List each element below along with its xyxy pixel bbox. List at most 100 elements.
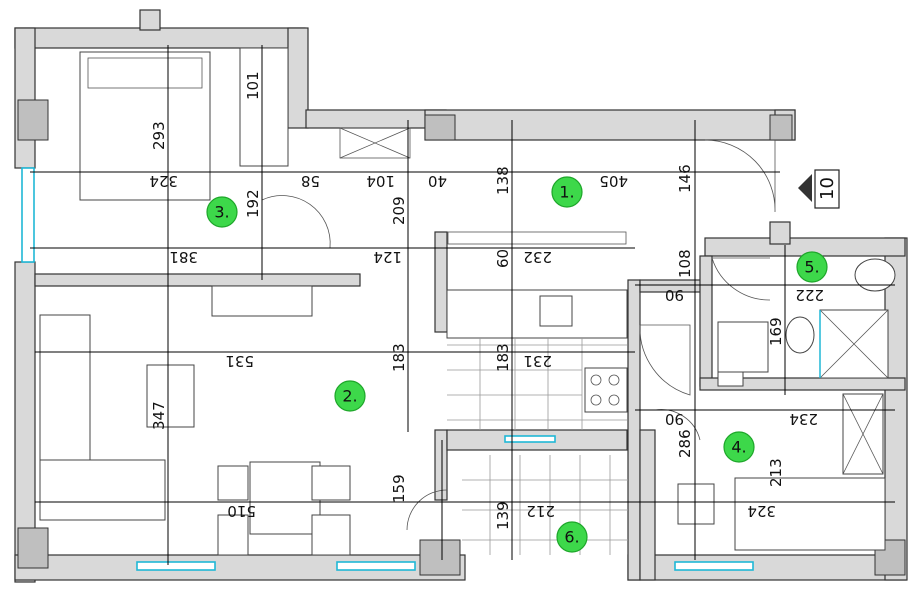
wall-bath5-bottom <box>699 377 906 391</box>
room-marker-5[interactable]: 5. <box>796 251 828 283</box>
wall-bedroom-right <box>287 27 309 129</box>
wall-kitchen-left <box>434 231 448 333</box>
dim-40: 40 <box>428 172 447 190</box>
sofa-chaise <box>39 459 166 521</box>
desk-chair <box>677 483 715 525</box>
dim-286: 286 <box>676 429 694 458</box>
room-marker-1[interactable]: 1. <box>551 176 583 208</box>
room-marker-3-label: 3. <box>214 203 229 222</box>
coffee-table <box>146 364 195 428</box>
wall-top-right <box>424 109 796 141</box>
dim-58: 58 <box>301 172 320 190</box>
burner-1 <box>590 374 602 386</box>
entrance-plate: 10 <box>798 169 840 209</box>
window-left <box>21 167 35 263</box>
wall-right <box>884 237 908 581</box>
room-marker-4-dot <box>723 431 755 463</box>
washing-machine <box>717 321 769 373</box>
kitchen-counter <box>446 289 628 339</box>
dim-192: 192 <box>244 189 262 218</box>
dim-124: 124 <box>373 248 402 266</box>
dim-293: 293 <box>150 121 168 150</box>
dim-60: 60 <box>494 249 512 268</box>
window-bottom-2 <box>336 561 416 571</box>
dining-table <box>249 461 321 535</box>
window-bath6 <box>504 435 556 443</box>
stove <box>584 367 628 413</box>
dim-234: 234 <box>789 410 818 428</box>
dim-183a: 183 <box>390 343 408 372</box>
wall-bath6-left <box>434 429 448 501</box>
door-bedroom <box>261 195 331 249</box>
wall-room4-left <box>627 279 641 581</box>
bath6-tiles <box>462 455 628 555</box>
wardrobe <box>239 47 289 167</box>
wall-room4-inner <box>639 429 656 581</box>
room-marker-1-label: 1. <box>559 183 574 202</box>
interior-walls <box>17 99 906 581</box>
entrance-arrow-icon <box>798 174 812 202</box>
chair-4 <box>311 514 351 556</box>
dim-104: 104 <box>366 172 395 190</box>
window-bottom-3 <box>674 561 754 571</box>
room-markers: 1. 2. 3. 4. 5. 6. <box>206 176 828 553</box>
burner-2 <box>608 374 620 386</box>
tv-unit <box>211 285 313 317</box>
furniture <box>39 47 896 556</box>
room-marker-6[interactable]: 6. <box>556 521 588 553</box>
room-marker-1-dot <box>551 176 583 208</box>
room-marker-4-label: 4. <box>731 438 746 457</box>
wardrobe-2-cross <box>842 393 884 475</box>
dim-405: 405 <box>599 172 628 190</box>
dimension-labels: 101 293 324 58 104 40 138 405 146 192 20… <box>149 71 824 530</box>
dim-222: 222 <box>795 286 824 304</box>
chair-3 <box>311 465 351 501</box>
dim-90a: 90 <box>665 286 684 304</box>
toilet <box>785 316 815 354</box>
dim-101: 101 <box>244 71 262 100</box>
room-marker-6-label: 6. <box>564 528 579 547</box>
pillar-top-right <box>769 114 793 141</box>
dim-232: 232 <box>523 248 552 266</box>
washbasin <box>854 258 896 292</box>
room-marker-2[interactable]: 2. <box>334 380 366 412</box>
dim-183b: 183 <box>494 343 512 372</box>
dim-146: 146 <box>676 164 694 193</box>
dim-139: 139 <box>494 501 512 530</box>
wall-bottom-right <box>627 554 907 581</box>
burner-3 <box>590 394 602 406</box>
windows <box>21 167 754 571</box>
pillar-bottom-mid <box>419 539 461 576</box>
dim-381: 381 <box>169 248 198 266</box>
wall-left-upper <box>14 27 36 169</box>
room-marker-2-dot <box>334 380 366 412</box>
dim-324b: 324 <box>747 502 776 520</box>
dim-324a: 324 <box>149 172 178 190</box>
dim-108: 108 <box>676 249 694 278</box>
pillar-bottom-left <box>17 527 49 569</box>
door-entrance <box>704 139 776 213</box>
plate-number: 10 <box>817 177 838 200</box>
dim-169: 169 <box>767 317 785 346</box>
bed-double <box>79 51 211 201</box>
dim-138: 138 <box>494 166 512 195</box>
bed-single <box>734 477 886 551</box>
hall-box-1 <box>339 127 411 159</box>
wall-stub-top <box>139 9 161 31</box>
hall-box-2 <box>447 231 627 245</box>
pillar-top <box>424 114 456 141</box>
dim-531: 531 <box>225 352 254 370</box>
dimension-lines <box>30 45 895 565</box>
room-marker-4[interactable]: 4. <box>723 431 755 463</box>
room-marker-5-label: 5. <box>804 258 819 277</box>
wall-bottom-left <box>14 554 466 581</box>
door-bath5 <box>711 257 771 301</box>
room-marker-3[interactable]: 3. <box>206 196 238 228</box>
tiles <box>447 338 628 555</box>
dim-90b: 90 <box>665 410 684 428</box>
dim-212: 212 <box>526 502 555 520</box>
shower-cross <box>819 309 889 379</box>
bath-cabinet <box>717 371 744 387</box>
